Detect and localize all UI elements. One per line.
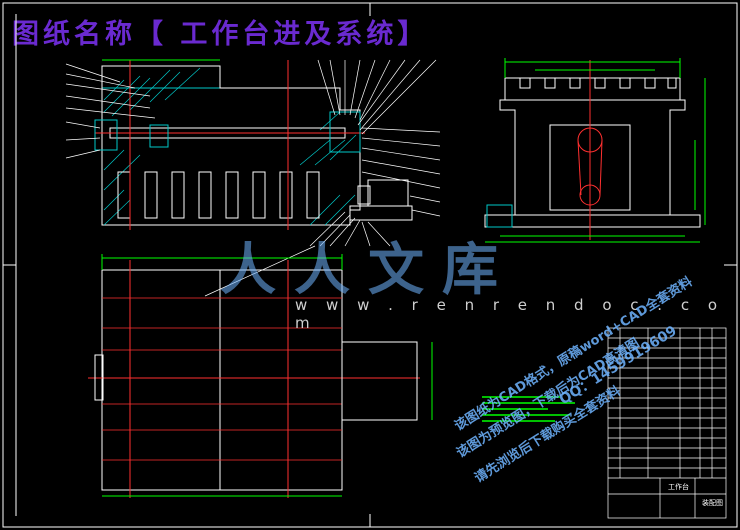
motor-base <box>349 205 413 221</box>
title-block-name: 工作台 <box>668 483 689 491</box>
top-view-left-end <box>94 354 104 401</box>
top-view-slot-lines <box>102 297 342 461</box>
t-slots <box>519 77 677 89</box>
left-bearing <box>94 119 118 151</box>
nut-block <box>149 124 169 148</box>
front-section-view <box>94 59 413 230</box>
top-view <box>88 254 433 498</box>
belt-right <box>599 139 603 196</box>
top-view-motor <box>341 341 418 421</box>
motor-flange <box>357 185 371 205</box>
side-view-body <box>499 99 686 216</box>
side-dimensions <box>485 58 706 243</box>
table-body-outline <box>101 65 361 226</box>
part-leaders-bottom <box>204 211 391 297</box>
part-leaders-left <box>65 63 156 159</box>
top-view-dimensions <box>101 254 433 497</box>
parts-list <box>607 327 727 519</box>
title-block-sheet: 装配图 <box>702 499 723 507</box>
belt-left <box>577 139 582 196</box>
watermark-logo: 人人文库 <box>220 238 516 303</box>
part-leaders-right <box>361 127 441 217</box>
side-view-table-top <box>504 77 681 101</box>
rib-slots <box>117 171 320 219</box>
side-view-base <box>484 214 701 228</box>
section-hatch <box>103 67 357 226</box>
side-support <box>486 204 513 228</box>
drawing-title: 图纸名称【 工作台进及系统】 <box>12 19 429 50</box>
technical-notes <box>482 396 575 422</box>
part-leaders-top <box>317 59 437 135</box>
watermark-url: w w w . r e n r e n d o c . c o m <box>295 296 725 332</box>
motor-body <box>367 179 409 207</box>
side-view <box>484 58 706 243</box>
